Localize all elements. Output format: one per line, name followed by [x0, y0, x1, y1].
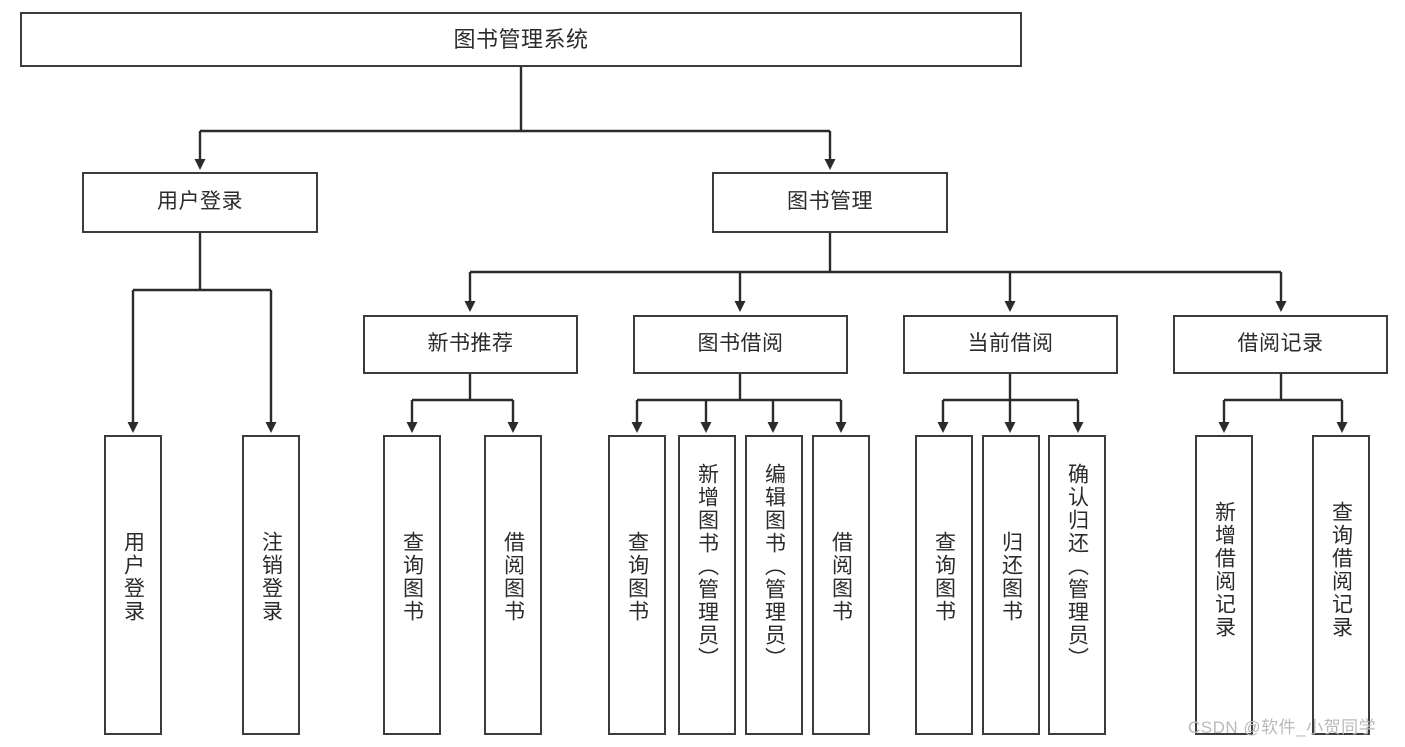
node-label: 确认归还（管理员） — [1065, 463, 1089, 670]
node-label: 借阅记录 — [1237, 332, 1324, 356]
leaf-query-book-recommend[interactable]: 查询图书 — [383, 435, 441, 735]
leaf-user-login[interactable]: 用户登录 — [104, 435, 162, 735]
node-label: 用户登录 — [157, 190, 243, 214]
node-label: 借阅图书 — [501, 531, 525, 623]
node-book-management[interactable]: 图书管理 — [712, 172, 948, 233]
leaf-borrow-book[interactable]: 借阅图书 — [812, 435, 870, 735]
node-book-borrow[interactable]: 图书借阅 — [633, 315, 848, 374]
node-label: 查询图书 — [400, 531, 424, 623]
leaf-query-borrow-record[interactable]: 查询借阅记录 — [1312, 435, 1370, 735]
node-label: 查询图书 — [625, 531, 649, 623]
node-label: 新书推荐 — [427, 332, 514, 356]
node-new-book-recommend[interactable]: 新书推荐 — [363, 315, 578, 374]
node-label: 查询借阅记录 — [1329, 501, 1353, 639]
leaf-confirm-return-admin[interactable]: 确认归还（管理员） — [1048, 435, 1106, 735]
node-label: 新增借阅记录 — [1212, 501, 1236, 639]
node-label: 图书借阅 — [697, 332, 784, 356]
node-user-login[interactable]: 用户登录 — [82, 172, 318, 233]
leaf-query-book-current[interactable]: 查询图书 — [915, 435, 973, 735]
node-label: 用户登录 — [121, 531, 145, 623]
node-label: 注销登录 — [259, 531, 283, 623]
node-label: 图书管理 — [787, 190, 873, 214]
node-label: 查询图书 — [932, 531, 956, 623]
node-label: 借阅图书 — [829, 531, 853, 623]
node-label: 当前借阅 — [967, 332, 1054, 356]
leaf-add-book-admin[interactable]: 新增图书（管理员） — [678, 435, 736, 735]
node-label: 新增图书（管理员） — [695, 463, 719, 670]
leaf-add-borrow-record[interactable]: 新增借阅记录 — [1195, 435, 1253, 735]
node-label: 图书管理系统 — [453, 26, 589, 52]
node-root-book-management-system[interactable]: 图书管理系统 — [20, 12, 1022, 67]
node-borrow-record[interactable]: 借阅记录 — [1173, 315, 1388, 374]
leaf-borrow-book-recommend[interactable]: 借阅图书 — [484, 435, 542, 735]
leaf-edit-book-admin[interactable]: 编辑图书（管理员） — [745, 435, 803, 735]
node-label: 归还图书 — [999, 531, 1023, 623]
leaf-query-book-borrow[interactable]: 查询图书 — [608, 435, 666, 735]
node-current-borrow[interactable]: 当前借阅 — [903, 315, 1118, 374]
node-label: 编辑图书（管理员） — [762, 463, 786, 670]
csdn-watermark: CSDN @软件_小贺同学 — [1188, 718, 1377, 737]
leaf-logout[interactable]: 注销登录 — [242, 435, 300, 735]
leaf-return-book[interactable]: 归还图书 — [982, 435, 1040, 735]
